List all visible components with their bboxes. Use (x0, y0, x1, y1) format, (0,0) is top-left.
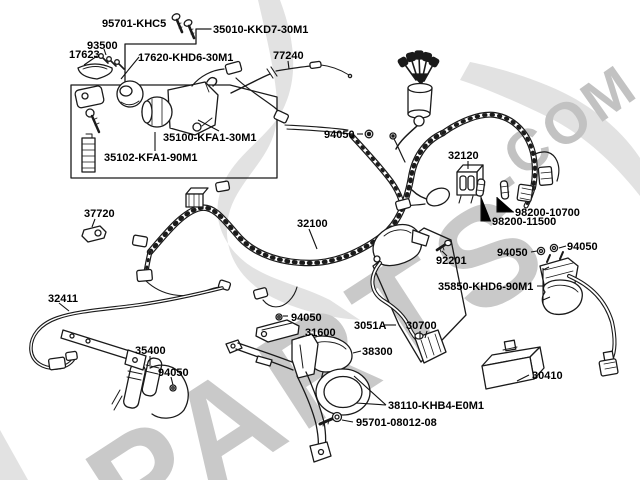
watermark-ribbon-right (460, 62, 640, 196)
cdi-unit-30410 (481, 339, 545, 390)
part-label-37720: 37720 (84, 208, 115, 220)
seat-lock-cable-77240 (230, 60, 353, 94)
part-label-30410: 30410 (532, 370, 563, 382)
part-label-92201: 92201 (436, 255, 467, 267)
part-label-77240: 77240 (273, 50, 304, 62)
part-label-38110-khb4-e0m1: 38110-KHB4-E0M1 (388, 400, 484, 412)
part-label-35100-kfa1-30m1: 35100-KFA1-30M1 (163, 132, 257, 144)
part-label-94050-top: 94050 (324, 129, 355, 141)
part-label-93500: 93500 (87, 40, 118, 52)
part-label-30700: 30700 (406, 320, 437, 332)
part-label-94050-center: 94050 (291, 312, 322, 324)
part-label-32120: 32120 (448, 150, 479, 162)
part-label-94050-right-outer: 94050 (567, 241, 598, 253)
part-label-95701-khc5: 95701-KHC5 (102, 18, 166, 30)
clip-37720 (81, 225, 107, 243)
part-label-35102-kfa1-90m1: 35102-KFA1-90M1 (104, 152, 198, 164)
part-label-98200-10700: 98200-10700 (515, 207, 580, 219)
sub-harness-32411 (29, 286, 224, 371)
part-label-95701-08012-08: 95701-08012-08 (356, 417, 437, 429)
watermark-corner-wedge (0, 430, 28, 480)
part-label-35010-kkd7-30m1: 35010-KKD7-30M1 (213, 24, 308, 36)
bracket-plate-31600 (255, 313, 300, 343)
starter-relay-35850 (536, 243, 619, 377)
part-label-32411: 32411 (48, 293, 78, 305)
part-label-32100: 32100 (297, 218, 328, 230)
part-label-98200-11500: 98200-11500 (492, 216, 556, 228)
part-label-94050-bottom-left: 94050 (158, 367, 189, 379)
horn-ring-38110 (315, 368, 371, 416)
part-label-3051a: 3051A (354, 320, 386, 332)
part-label-31600: 31600 (305, 327, 336, 339)
key-cylinder-35102 (74, 85, 105, 173)
screw-set-93500 (98, 53, 125, 70)
switch-wires (191, 60, 351, 135)
part-label-35400: 35400 (135, 345, 166, 357)
combination-switch-35100 (141, 76, 219, 136)
wire-harness-32100 (143, 111, 538, 275)
leader-lines (58, 48, 567, 423)
bolt-95701-08012 (318, 411, 343, 427)
part-label-94050-right-inner: 94050 (497, 247, 528, 259)
fuses-98200 (475, 178, 510, 200)
part-label-17623: 17623 (69, 49, 100, 61)
harness-cylinder-unit (395, 50, 440, 150)
key-plate-17623 (77, 63, 113, 80)
switch-cover-17620 (116, 80, 144, 108)
part-label-38300: 38300 (362, 346, 393, 358)
ignition-coil-assembly-3051a (370, 223, 467, 364)
nut-94050-top (364, 129, 374, 139)
screw-95701-khc5 (171, 13, 196, 40)
part-labels: 95701-KHC5 35010-KKD7-30M1 93500 17623 1… (48, 18, 598, 429)
center-stay-bracket (225, 333, 332, 463)
part-label-17620-khd6-30m1: 17620-KHD6-30M1 (138, 52, 233, 64)
harness-connectors (131, 132, 560, 308)
relay-unit-35400 (111, 357, 189, 419)
part-label-35850-khd6-90m1: 35850-KHD6-90M1 (438, 281, 533, 293)
